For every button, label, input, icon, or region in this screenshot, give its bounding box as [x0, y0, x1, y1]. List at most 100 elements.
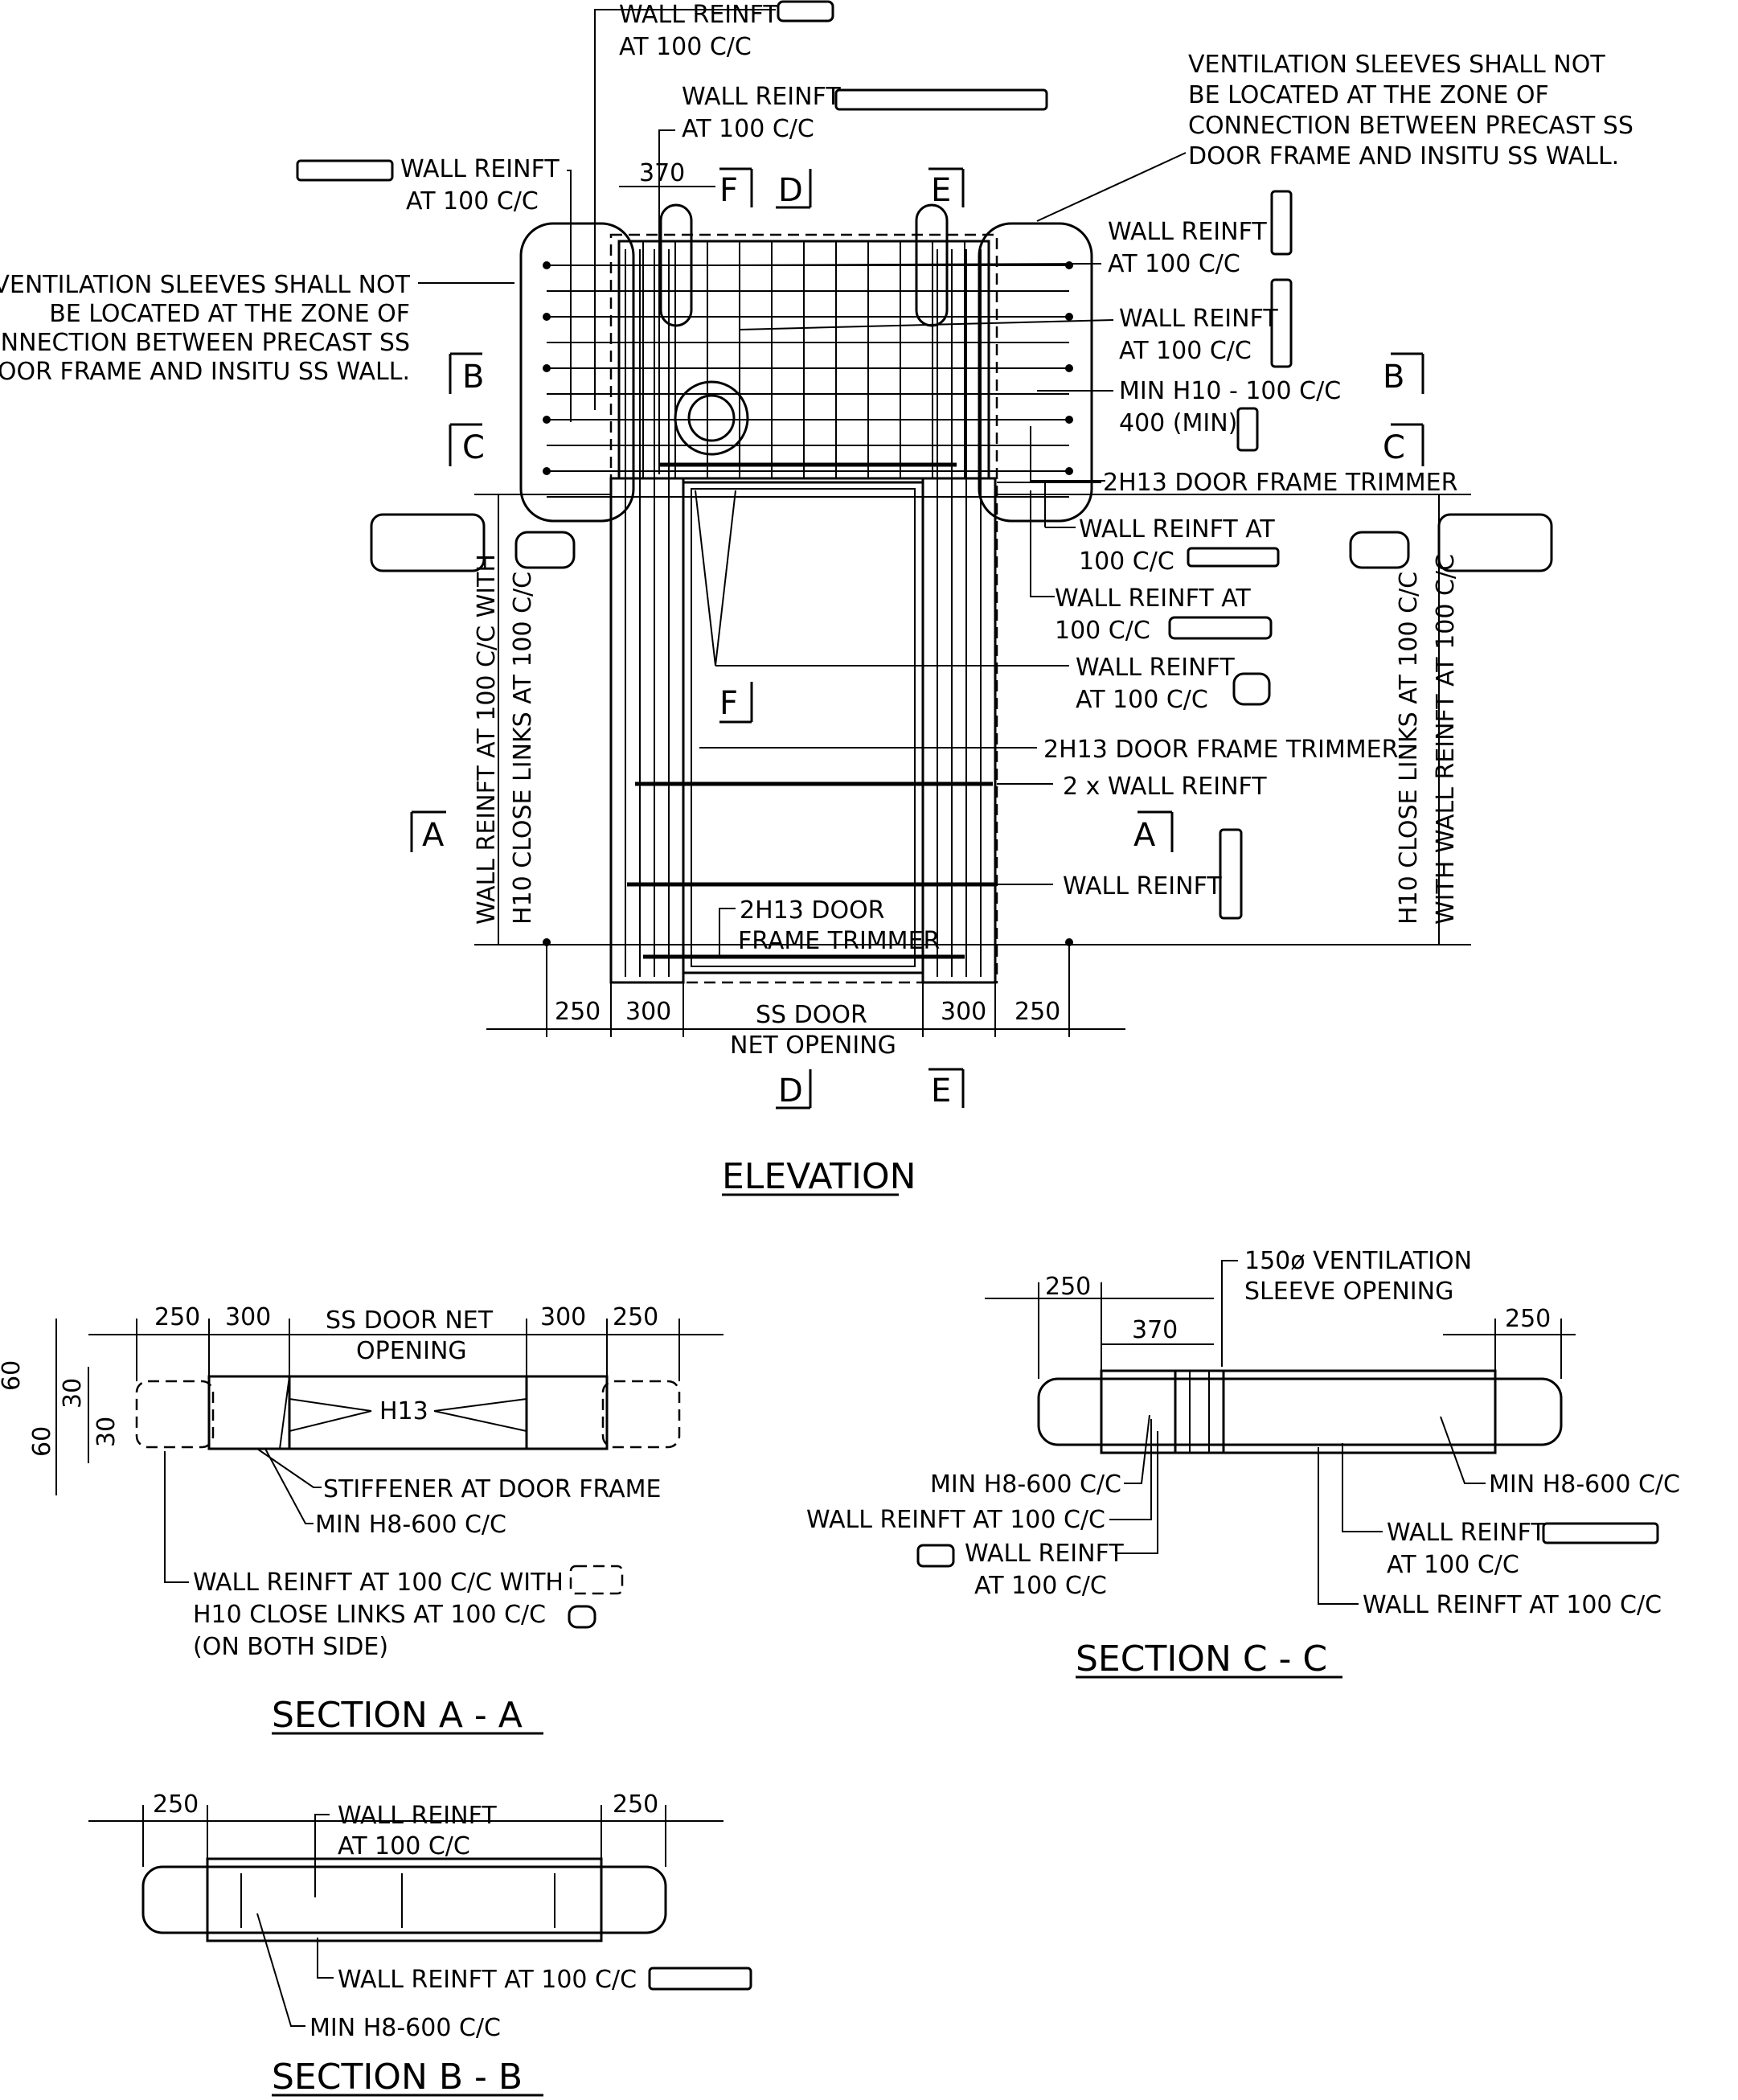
cc-minh8-leader-r: [1440, 1416, 1486, 1484]
cc-dim-250-r: 250: [1505, 1305, 1551, 1333]
tag-e-bottom: E: [931, 1073, 951, 1109]
cc-wall-reinft-r-1: WALL REINFT: [1387, 1519, 1546, 1547]
right-lower-link: [1349, 531, 1410, 569]
tag-c-left: C: [462, 429, 485, 466]
right-vertical-note-2: WITH WALL REINFT AT 100 C/C: [1432, 554, 1460, 925]
cc-wallreinft-r-leader: [1342, 1443, 1383, 1532]
bb-min-h8: MIN H8-600 C/C: [309, 2014, 501, 2042]
section-cc: 150ø VENTILATION SLEEVE OPENING 250 370 …: [806, 1247, 1680, 1680]
vent-note-right-4: DOOR FRAME AND INSITU SS WALL.: [1188, 142, 1619, 170]
label-trimmer-bot-1: 2H13 DOOR: [740, 896, 885, 925]
tag-c-right: C: [1383, 429, 1405, 466]
cc-wall-reinft-100: WALL REINFT AT 100 C/C: [806, 1506, 1105, 1534]
section-aa-title: SECTION A - A: [272, 1695, 523, 1736]
u-bar-left: [659, 203, 693, 327]
vent-note-left-2: BE LOCATED AT THE ZONE OF: [49, 300, 410, 328]
door-opening-inner: [691, 488, 916, 967]
cc-wall-reinft-r-2: AT 100 C/C: [1387, 1551, 1519, 1579]
elevation-leaders: [418, 9, 1187, 957]
cc-vent-2: SLEEVE OPENING: [1244, 1278, 1453, 1306]
bb-wall-outline: [141, 1865, 667, 1934]
cc-wall-reinft-l-1: WALL REINFT: [965, 1540, 1124, 1568]
bb-glyph: [648, 1967, 752, 1991]
aa-left-wall: [135, 1380, 215, 1449]
u-bar-right: [915, 203, 949, 327]
aa-h13-leader-l: [289, 1398, 372, 1412]
head-vertical-bars: [642, 241, 965, 478]
bar-glyph-5: [1270, 278, 1293, 368]
bottom-dim-ticks: [546, 945, 1070, 1037]
aa-vdim-60-top: 60: [0, 1360, 26, 1391]
section-bb-title: SECTION B - B: [272, 2057, 523, 2098]
aa-note-2: H10 CLOSE LINKS AT 100 C/C: [193, 1601, 546, 1629]
door-opening: [682, 481, 924, 974]
label-at-100-2: AT 100 C/C: [682, 115, 814, 143]
aa-note-1: WALL REINFT AT 100 C/C WITH: [193, 1569, 564, 1597]
bar-glyph-1: [777, 0, 834, 23]
label-at-100-r1: AT 100 C/C: [1108, 250, 1240, 278]
dim-250-left: 250: [555, 998, 601, 1026]
cc-min-h8-r: MIN H8-600 C/C: [1489, 1470, 1680, 1499]
bar-glyph-6: [1236, 407, 1259, 452]
aa-min-h8: MIN H8-600 C/C: [315, 1511, 506, 1539]
cc-min-h8-l: MIN H8-600 C/C: [930, 1470, 1121, 1499]
left-jamb: [609, 477, 685, 984]
aa-left-frame: [207, 1375, 291, 1450]
left-wall-pad: [519, 222, 635, 523]
vent-note-left-1: VENTILATION SLEEVES SHALL NOT: [0, 271, 411, 299]
left-lower-link: [514, 531, 576, 569]
aa-dim-ss-door: SS DOOR NET: [326, 1306, 494, 1335]
aa-dim-250-l: 250: [154, 1303, 200, 1331]
cc-dim-250-l: 250: [1045, 1273, 1091, 1301]
bb-wall100-leader: [317, 1938, 334, 1979]
label-wall-reinft-3: WALL REINFT: [400, 155, 560, 183]
label-at-100-1: AT 100 C/C: [619, 33, 752, 61]
label-wall-reinft-c: WALL REINFT: [1076, 654, 1235, 682]
bar-glyph-8: [1168, 616, 1273, 640]
cc-glyph-l: [916, 1544, 955, 1568]
label-two-wall: 2 x WALL REINFT: [1063, 773, 1267, 801]
aa-h13-leader-r2: [433, 1410, 527, 1432]
aa-h13-leader-l2: [289, 1410, 372, 1432]
jamb-vertical-bars: [625, 249, 982, 977]
section-bb: 250 250 WALL REINFT AT 100 C/C WALL REIN…: [88, 1790, 752, 2098]
bar-end-dots: [543, 261, 1073, 946]
aa-stiffener-left: [279, 1376, 290, 1450]
section-aa: 250 300 SS DOOR NET OPENING 300 250 60 3…: [0, 1303, 723, 1736]
vent-note-left-3: CONNECTION BETWEEN PRECAST SS: [0, 329, 410, 357]
tag-d-bottom: D: [778, 1073, 803, 1109]
aa-glyph-2: [568, 1605, 596, 1629]
cc-minh8-leader-l: [1124, 1414, 1150, 1484]
tag-f-top: F: [719, 172, 738, 209]
dim-ss-door: SS DOOR: [756, 1001, 867, 1029]
right-jamb: [921, 477, 997, 984]
cc-dim-370: 370: [1132, 1316, 1178, 1344]
aa-dim-250-r: 250: [613, 1303, 658, 1331]
label-at-100-b: 100 C/C: [1055, 617, 1150, 645]
bb-minh8-leader: [256, 1913, 305, 2027]
dim-300-right: 300: [941, 998, 986, 1026]
cc-precast: [1100, 1369, 1497, 1454]
aa-dim-opening: OPENING: [356, 1337, 467, 1365]
label-wall-reinft-d: WALL REINFT: [1063, 872, 1222, 900]
tag-f-mid: F: [719, 685, 738, 722]
cc-vent-leader: [1221, 1260, 1238, 1367]
aa-note-3: (ON BOTH SIDE): [193, 1633, 388, 1661]
cc-wallreinft-leader-2: [1116, 1431, 1158, 1554]
bar-glyph-4: [1270, 190, 1293, 256]
tag-b-left: B: [462, 359, 484, 396]
bar-glyph-2: [834, 88, 1048, 111]
left-lower-pad: [370, 513, 486, 572]
bar-glyph-9: [1232, 672, 1271, 706]
bb-precast: [206, 1857, 603, 1942]
vent-note-left-4: DOOR FRAME AND INSITU SS WALL.: [0, 358, 410, 386]
aa-stiffener: STIFFENER AT DOOR FRAME: [323, 1475, 661, 1503]
label-wall-reinft-at-a: WALL REINFT AT: [1079, 515, 1275, 543]
label-wall-reinft-2: WALL REINFT: [682, 83, 841, 111]
label-at-100-a: 100 C/C: [1079, 548, 1174, 576]
aa-glyph-1: [569, 1565, 624, 1595]
label-at-100-r2: AT 100 C/C: [1119, 337, 1252, 365]
cc-vent-1: 150ø VENTILATION: [1244, 1247, 1472, 1275]
label-at-100-c: AT 100 C/C: [1076, 686, 1208, 714]
